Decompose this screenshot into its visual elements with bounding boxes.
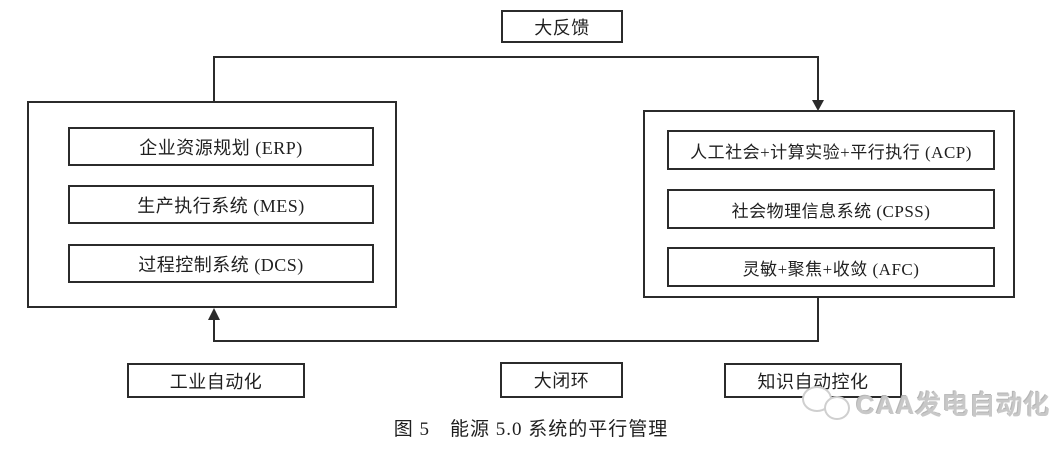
- top-connector-left-vertical: [213, 57, 215, 102]
- big-closed-loop-label: 大闭环: [533, 371, 590, 391]
- cpss-label: 社会物理信息系统 (CPSS): [731, 201, 931, 221]
- left-system-panel: 企业资源规划 (ERP) 生产执行系统 (MES) 过程控制系统 (DCS): [27, 101, 397, 308]
- afc-box: 灵敏+聚焦+收敛 (AFC): [667, 247, 995, 287]
- dcs-box: 过程控制系统 (DCS): [68, 244, 374, 283]
- watermark-text: CAA发电自动化: [856, 389, 1051, 420]
- acp-box: 人工社会+计算实验+平行执行 (ACP): [667, 130, 995, 170]
- big-feedback-label: 大反馈: [534, 17, 590, 38]
- bottom-connector-horizontal: [213, 340, 819, 342]
- dcs-label: 过程控制系统 (DCS): [138, 254, 304, 275]
- mes-box: 生产执行系统 (MES): [68, 185, 374, 224]
- acp-label: 人工社会+计算实验+平行执行 (ACP): [690, 142, 972, 162]
- erp-label: 企业资源规划 (ERP): [139, 137, 303, 158]
- cpss-box: 社会物理信息系统 (CPSS): [667, 189, 995, 229]
- bottom-connector-left-vertical: [213, 319, 215, 342]
- erp-box: 企业资源规划 (ERP): [68, 127, 374, 166]
- chat-bubbles-icon: [800, 382, 854, 424]
- arrowhead-down-icon: [812, 100, 824, 111]
- right-system-panel: 人工社会+计算实验+平行执行 (ACP) 社会物理信息系统 (CPSS) 灵敏+…: [643, 110, 1015, 298]
- afc-label: 灵敏+聚焦+收敛 (AFC): [742, 259, 920, 279]
- mes-label: 生产执行系统 (MES): [137, 195, 305, 216]
- figure-caption: 图 5 能源 5.0 系统的平行管理: [393, 419, 669, 440]
- top-connector-right-vertical: [817, 56, 819, 101]
- watermark: CAA发电自动化: [800, 382, 1050, 424]
- big-feedback-box: 大反馈: [501, 10, 623, 43]
- top-connector-horizontal: [213, 56, 819, 58]
- industrial-automation-label: 工业自动化: [169, 371, 263, 392]
- arrowhead-up-icon: [208, 308, 220, 320]
- knowledge-automation-label: 知识自动控化: [757, 371, 869, 392]
- bottom-connector-right-vertical: [817, 298, 819, 342]
- industrial-automation-box: 工业自动化: [127, 363, 305, 398]
- big-closed-loop-box: 大闭环: [500, 362, 623, 398]
- chat-bubble-small: [824, 396, 850, 420]
